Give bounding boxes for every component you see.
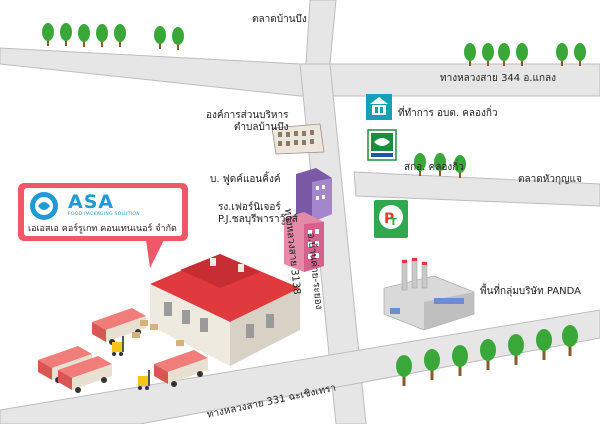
pt-station-logo-icon: P T: [374, 200, 408, 238]
road-khlongkio: [353, 171, 600, 207]
label-market-banbueng: ตลาดบ้านบึง: [252, 14, 307, 25]
label-sao-banbueng: องค์การส่วนบริหาร ตำบลบ้านบึง: [206, 110, 289, 133]
food-factory-building-icon: [296, 168, 332, 222]
label-market-huaikunkai: ตลาดหัวกุญแจ: [518, 174, 582, 185]
tree-row-bottom-right: [396, 325, 578, 386]
forklift-icon: [138, 370, 150, 390]
truck-icon: [58, 356, 112, 393]
company-card: ASA FOOD PACKAGING SOLUTION เอเอสเอ คอร์…: [24, 188, 182, 236]
bubble-pointer: [146, 240, 164, 268]
pallet-stack-icon: [132, 320, 184, 346]
factory-icon: [383, 257, 475, 331]
sao-building-icon: [271, 123, 325, 155]
label-food-and-king: บ. ฟูดค์แอนคิ้งค์: [210, 174, 281, 185]
company-logo-text: ASA: [68, 191, 115, 213]
furniture-factory-building-icon: [284, 212, 324, 272]
truck-icon: [154, 350, 208, 387]
road-market-spur: [305, 0, 337, 65]
label-furniture-factory: รง.เฟอร์นิเจอร์ P.J.ชลบุรีพาราวู๊ดส์: [218, 202, 298, 225]
khlongkio-office-icon: [366, 94, 392, 120]
label-khlongkio-school: สกอ. คลองกิ่ว: [404, 162, 464, 173]
company-name: เอเอสเอ คอร์รูเกท คอนเทนเนอร์ จำกัด: [28, 224, 177, 234]
svg-text:P: P: [384, 211, 394, 227]
label-panda-area: พื้นที่กลุ่มบริษัท PANDA: [480, 286, 581, 297]
warehouse-icon: [150, 254, 300, 366]
tree-row-top-left: [42, 23, 184, 50]
bangchak-logo-icon: [367, 129, 397, 161]
label-sao-khlongkio: ที่ทำการ อบต. คลองกิ่ว: [398, 108, 498, 119]
tree-row-top-right: [464, 43, 586, 66]
road-3138: [299, 63, 367, 424]
asa-logo-icon: [30, 192, 58, 220]
road-344: [0, 47, 600, 97]
label-road-344: ทางหลวงสาย 344 อ.แกลง: [440, 73, 557, 84]
svg-text:T: T: [390, 217, 397, 228]
company-bubble: ASA FOOD PACKAGING SOLUTION เอเอสเอ คอร์…: [18, 183, 188, 241]
company-tagline: FOOD PACKAGING SOLUTION: [68, 212, 140, 217]
tree-row-mid-right: [414, 153, 466, 178]
road-331: [0, 309, 600, 424]
forklift-icon: [112, 336, 124, 356]
truck-icon: [92, 308, 146, 345]
